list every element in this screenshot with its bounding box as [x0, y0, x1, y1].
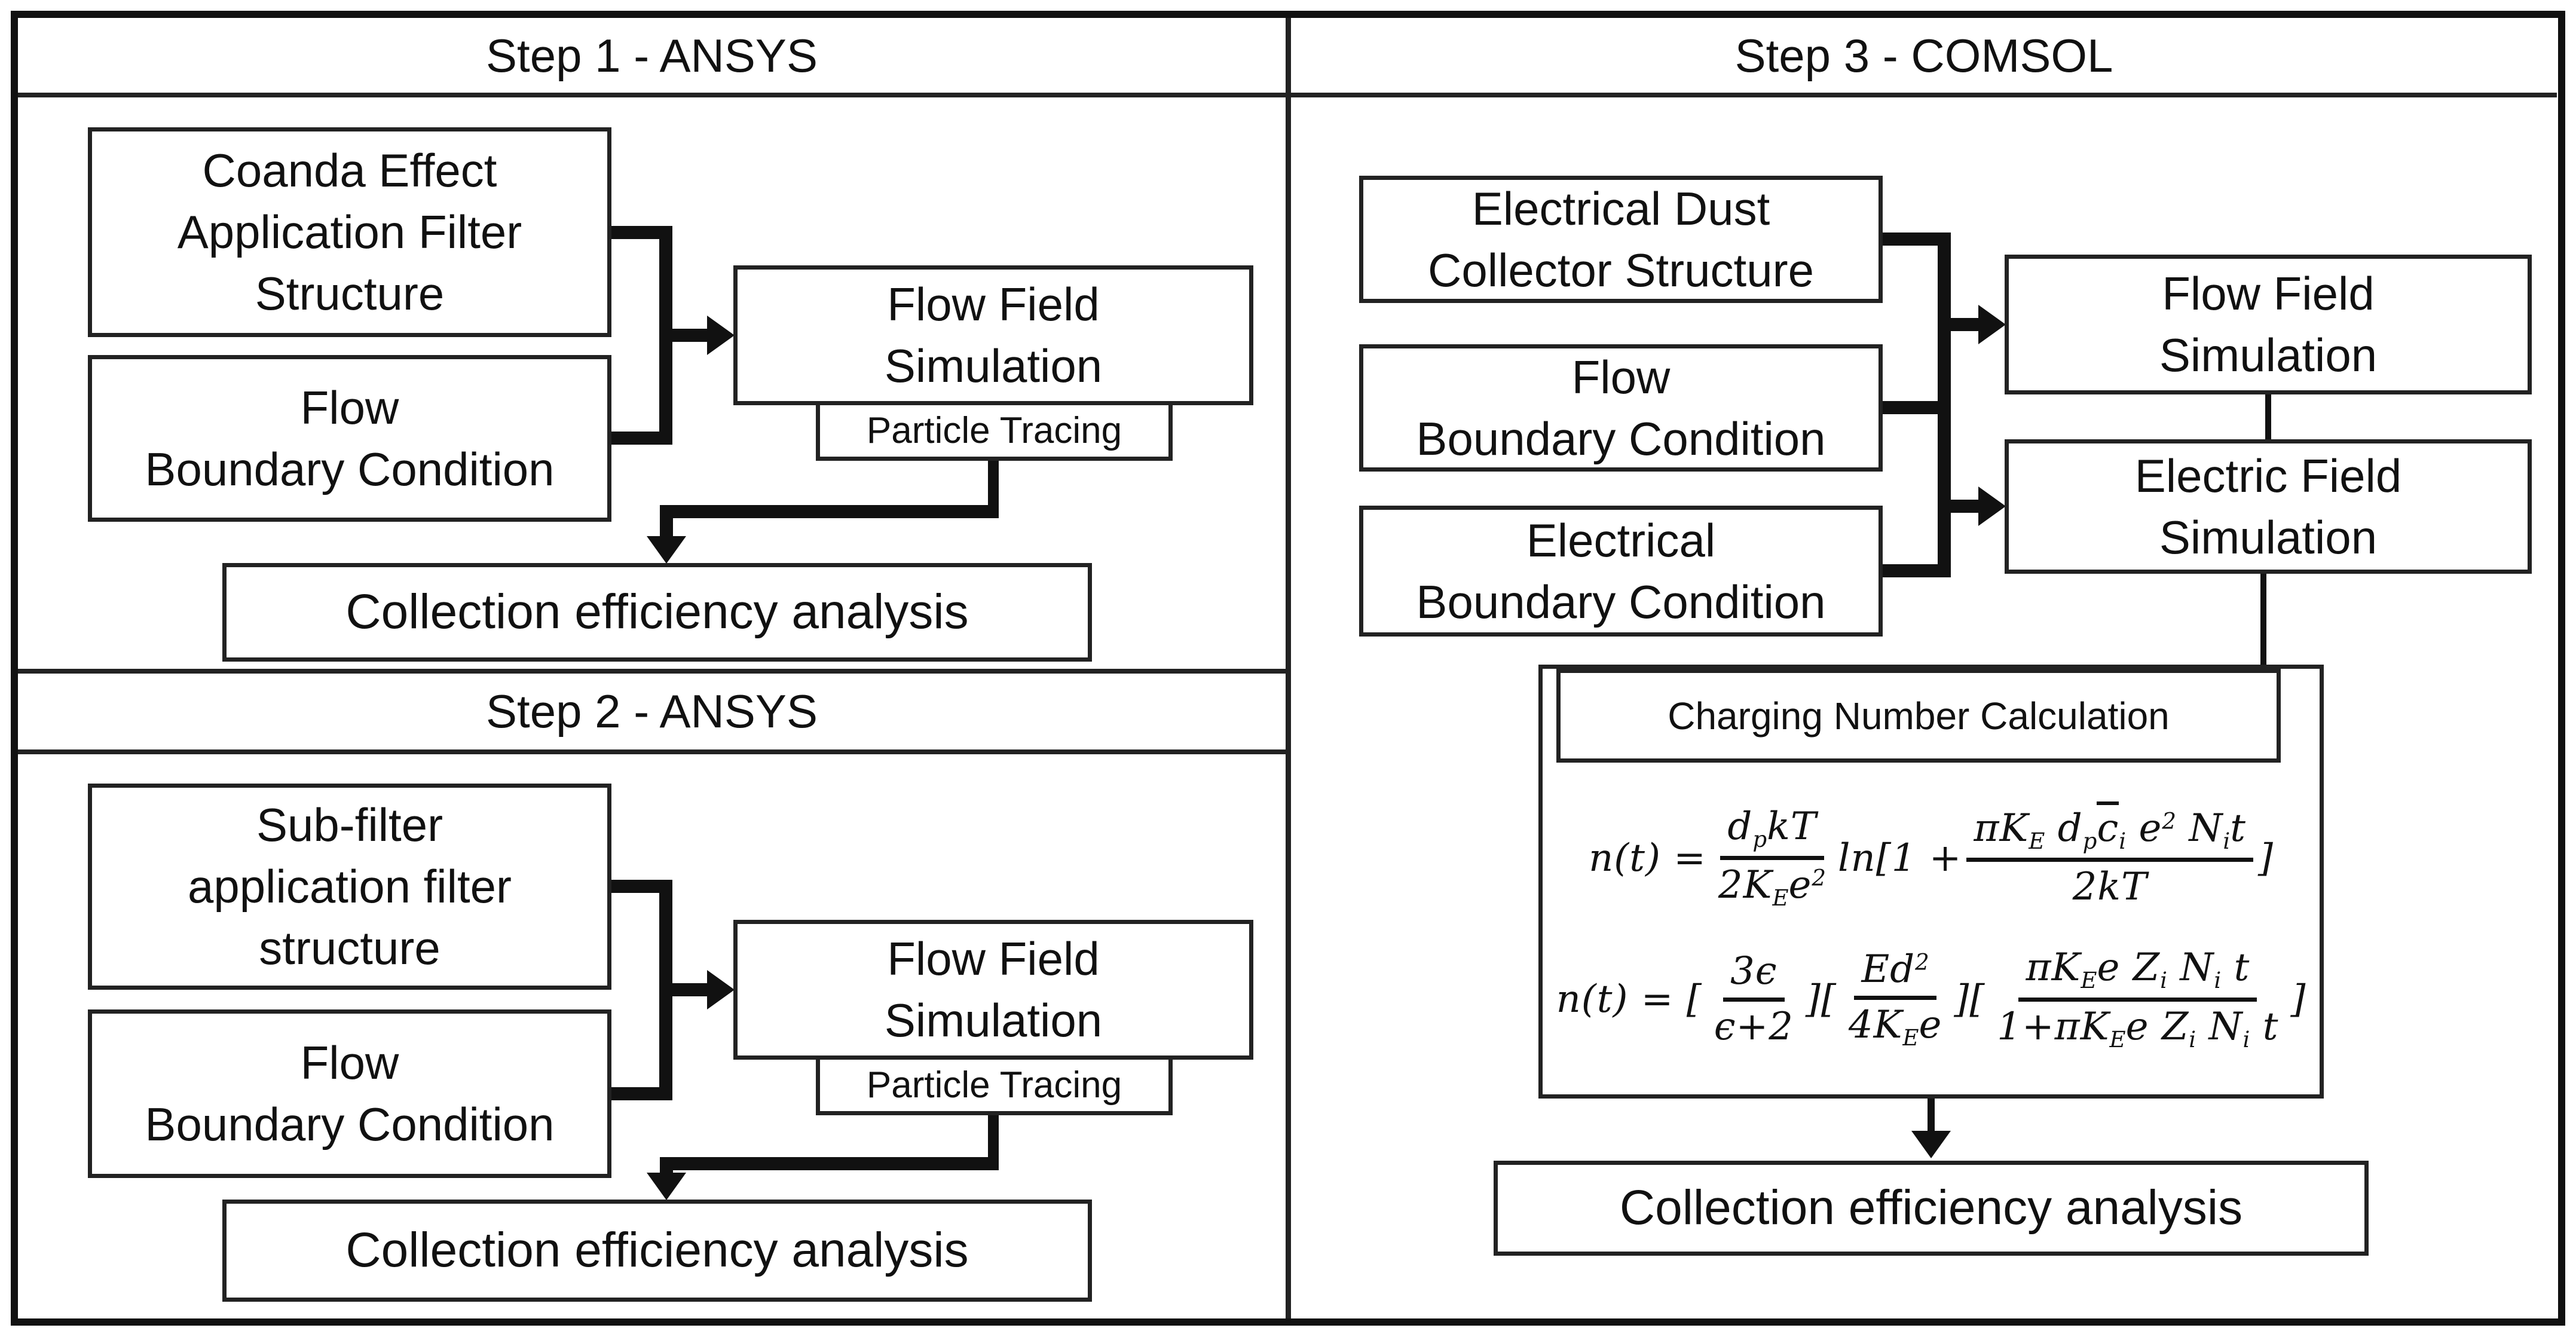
connector-line [1951, 318, 1981, 331]
connector-line [1883, 401, 1938, 414]
arrow-right-icon [707, 970, 735, 1009]
step3-electrical-bc-box: Electrical Boundary Condition [1359, 506, 1883, 637]
arrow-down-icon [647, 536, 686, 564]
step1-flow-bc-box: Flow Boundary Condition [88, 355, 611, 522]
step3-flow-bc-box: Flow Boundary Condition [1359, 344, 1883, 472]
step3-electric-field-box: Electric Field Simulation [2005, 439, 2532, 574]
arrow-right-icon [1978, 305, 2006, 344]
connector-line [1938, 232, 1951, 577]
step1-step2-divider [18, 669, 1286, 674]
step3-title-divider [1291, 93, 2557, 97]
connector-line [611, 226, 672, 239]
step2-flow-field-box: Flow Field Simulation [733, 920, 1253, 1060]
connector-line [1883, 232, 1938, 246]
connector-line [611, 432, 672, 445]
arrow-down-icon [647, 1173, 686, 1200]
step1-analysis-box: Collection efficiency analysis [222, 563, 1092, 662]
connector-line [611, 880, 672, 893]
step3-structure-box: Electrical Dust Collector Structure [1359, 176, 1883, 303]
arrow-right-icon [1978, 487, 2006, 526]
connector-line [659, 329, 708, 342]
panel-divider-vertical [1286, 18, 1291, 1318]
connector-line [659, 983, 708, 996]
step1-title-divider [18, 93, 1286, 97]
step1-structure-box: Coanda Effect Application Filter Structu… [88, 127, 611, 337]
step2-title: Step 2 - ANSYS [486, 684, 818, 738]
step2-analysis-box: Collection efficiency analysis [222, 1200, 1092, 1302]
connector-line [660, 1157, 673, 1177]
step2-structure-box: Sub-filter application filter structure [88, 784, 611, 990]
connector-line [1928, 1099, 1935, 1132]
step2-particle-tracing-box: Particle Tracing [816, 1055, 1173, 1115]
connector-line [988, 461, 999, 518]
connector-line [660, 505, 999, 518]
step2-flow-bc-box: Flow Boundary Condition [88, 1009, 611, 1178]
arrow-down-icon [1911, 1131, 1951, 1158]
connector-line [660, 1157, 999, 1170]
step3-title: Step 3 - COMSOL [1734, 29, 2113, 82]
step1-particle-tracing-box: Particle Tracing [816, 401, 1173, 461]
step2-title-divider [18, 749, 1286, 754]
connector-line [1951, 500, 1981, 513]
step3-analysis-box: Collection efficiency analysis [1494, 1161, 2369, 1256]
connector-line [988, 1115, 999, 1170]
connector-line [2260, 574, 2266, 665]
connector-line [1883, 564, 1938, 577]
step3-flow-field-box: Flow Field Simulation [2005, 255, 2532, 394]
arrow-right-icon [707, 316, 735, 355]
connector-line [660, 505, 673, 540]
step1-title: Step 1 - ANSYS [486, 29, 818, 82]
connector-line [2265, 394, 2271, 439]
step1-flow-field-box: Flow Field Simulation [733, 265, 1253, 405]
charging-number-title: Charging Number Calculation [1556, 669, 2281, 763]
connector-line [611, 1087, 672, 1100]
